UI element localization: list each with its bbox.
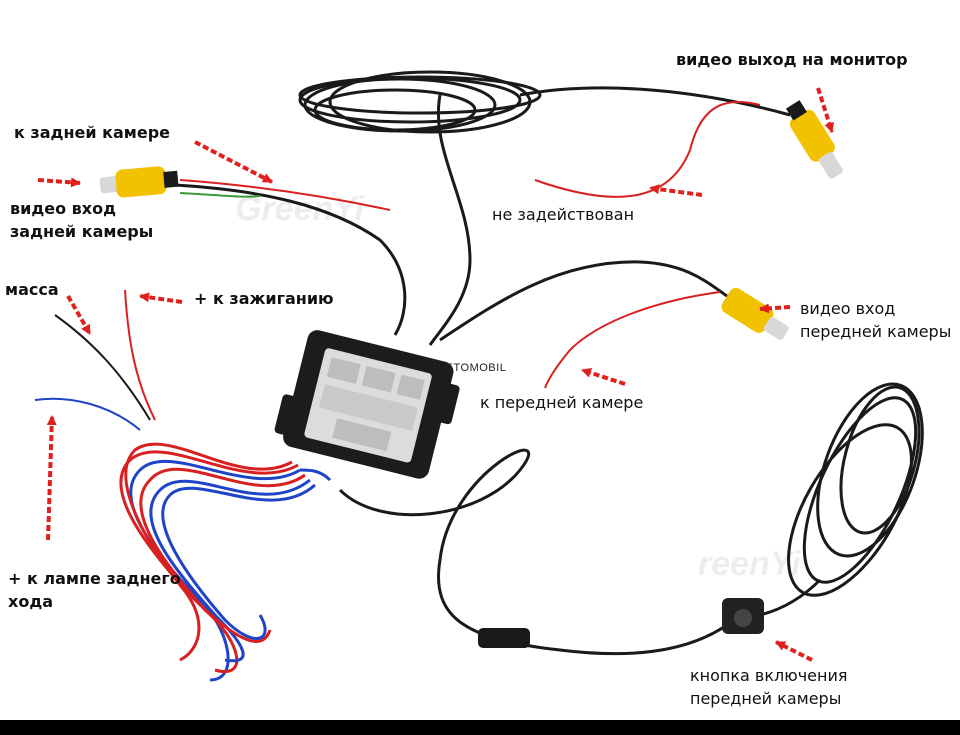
wire-ignition xyxy=(124,289,156,421)
arrow-video-in-rear xyxy=(37,177,81,188)
wire-rear-red xyxy=(179,179,391,211)
label-ground: масса xyxy=(5,280,59,299)
label-to-front-camera: к передней камере xyxy=(480,393,644,412)
arrow-reverse-lamp xyxy=(46,415,57,541)
label-reverse-lamp-2: хода xyxy=(8,592,54,611)
watermark: GreenYi xyxy=(235,190,365,228)
coiled-cable-top xyxy=(298,70,542,134)
cable-button xyxy=(338,448,741,656)
arrow-ground xyxy=(66,294,92,336)
label-video-in-front-1: видео вход xyxy=(800,299,896,318)
rca-front-camera xyxy=(721,287,789,340)
label-reverse-lamp-1: + к лампе заднего xyxy=(8,569,181,588)
arrow-video-in-front xyxy=(759,303,791,314)
label-video-in-front-2: передней камеры xyxy=(800,322,952,341)
coiled-cable-right xyxy=(759,382,924,617)
label-button-front-2: передней камеры xyxy=(690,689,842,708)
bottom-bar xyxy=(0,720,960,735)
arrow-button xyxy=(775,640,813,662)
arrow-not-used xyxy=(649,184,703,197)
label-video-out-monitor: видео выход на монитор xyxy=(676,50,908,69)
wire-harness xyxy=(119,442,316,682)
arrow-to-front-camera xyxy=(581,368,626,386)
wire-reverse xyxy=(34,397,141,431)
front-camera-button xyxy=(722,598,764,634)
arrow-monitor xyxy=(816,87,835,133)
label-not-used: не задействован xyxy=(492,205,635,224)
wire-rear-green xyxy=(179,192,261,198)
brand-logo: SVETOMOBIL xyxy=(430,362,507,374)
cable-rear-camera xyxy=(174,183,407,336)
rca-rear-camera xyxy=(99,166,179,198)
cable-to-monitor xyxy=(519,86,791,117)
wiring-diagram: GreenYi reenYi SVETOMOBIL видео выход на… xyxy=(5,50,952,708)
watermark: reenYi xyxy=(698,545,801,583)
label-video-in-rear-2: задней камеры xyxy=(10,222,154,241)
label-video-in-rear-1: видео вход xyxy=(10,199,117,218)
control-box xyxy=(274,330,460,479)
label-button-front-1: кнопка включения xyxy=(690,666,848,685)
cable-coil-to-box xyxy=(428,94,472,346)
harness-to-box xyxy=(299,468,332,482)
label-to-rear-camera: к задней камере xyxy=(14,123,171,142)
wire-ground xyxy=(54,314,151,421)
diagram-artwork xyxy=(34,70,924,682)
wire-not-used xyxy=(534,101,761,198)
rca-monitor-out xyxy=(785,100,843,179)
arrow-ignition xyxy=(139,292,183,304)
arrow-to-rear-camera xyxy=(194,140,273,184)
button-connector xyxy=(478,628,530,648)
pointer-arrows xyxy=(37,87,835,662)
label-to-ignition: + к зажиганию xyxy=(194,289,334,308)
wire-front-red xyxy=(544,291,721,389)
cable-front-camera xyxy=(439,260,731,342)
